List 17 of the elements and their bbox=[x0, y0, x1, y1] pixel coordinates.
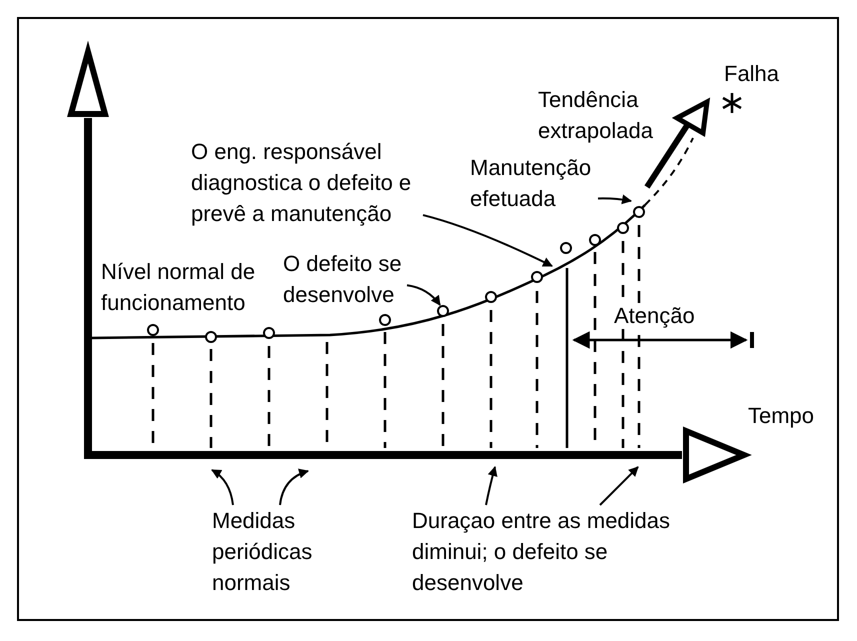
trend-label: Tendência extrapolada bbox=[538, 86, 654, 145]
annotation-text: O eng. responsável diagnostica o defeito e prevê a manutenção bbox=[191, 136, 423, 229]
annotation-text: Manutenção efetuada bbox=[470, 152, 598, 214]
arrow bbox=[422, 214, 553, 267]
annotation-text: Medidas periódicas normais bbox=[212, 505, 337, 598]
axis-title: Tempo bbox=[748, 402, 814, 430]
arrow bbox=[211, 469, 234, 506]
arrow bbox=[485, 466, 498, 506]
annotation-text: Duraçao entre as medidas diminui; o defeito se desenvolve bbox=[412, 505, 704, 598]
arrow bbox=[599, 466, 639, 506]
annotation-text: O defeito se desenvolve bbox=[283, 248, 407, 310]
normal-level-label: Nível normal de funcionamento bbox=[101, 258, 256, 317]
arrow bbox=[279, 469, 309, 506]
attention-label: Atenção bbox=[612, 304, 697, 328]
arrow bbox=[406, 284, 441, 306]
arrow bbox=[598, 194, 632, 204]
failure-label: Falha bbox=[724, 60, 780, 88]
